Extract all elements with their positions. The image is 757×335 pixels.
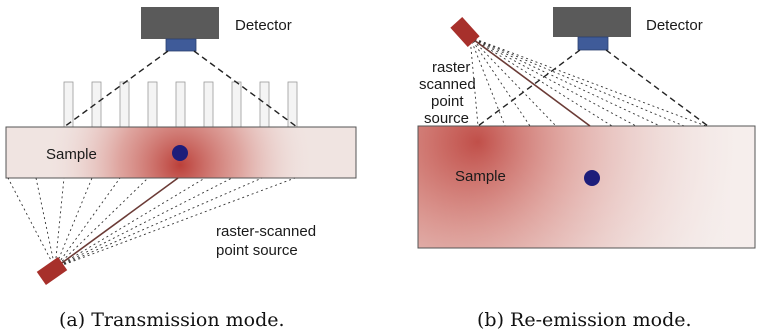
field-of-view-line	[477, 49, 581, 127]
source-label-line4: source	[424, 110, 469, 127]
target-inclusion	[172, 145, 188, 161]
field-of-view-line	[63, 50, 169, 128]
collimator-slat	[147, 81, 158, 129]
detector-body	[141, 7, 219, 39]
collimator-slat	[175, 81, 186, 129]
source-label-line2: point source	[216, 242, 298, 259]
target-inclusion	[584, 170, 600, 186]
detector-body	[553, 7, 631, 37]
collimator-array	[63, 81, 298, 129]
source-label-line2: scanned	[419, 76, 476, 93]
collimator-slat	[231, 81, 242, 129]
detector-window	[577, 36, 609, 51]
field-of-view-line	[605, 49, 709, 127]
detector-label: Detector	[646, 17, 703, 34]
point-source	[450, 16, 480, 48]
active-ray	[469, 36, 591, 127]
panel-b: Detector Sample raster scanned point	[417, 7, 756, 331]
raster-rays	[469, 36, 707, 127]
active-ray	[54, 177, 179, 269]
caption-a: (a) Transmission mode.	[59, 309, 285, 331]
collimator-slat	[63, 81, 74, 129]
collimator-slat	[203, 81, 214, 129]
collimator-slat	[119, 81, 130, 129]
sample-label: Sample	[455, 168, 506, 185]
source-label-line3: point	[431, 93, 464, 110]
source-label-line1: raster-scanned	[216, 223, 316, 240]
field-of-view-line	[193, 50, 298, 128]
sample-label: Sample	[46, 146, 97, 163]
collimator-slat	[287, 81, 298, 129]
source-label-line1: raster	[432, 59, 470, 76]
raster-rays	[7, 177, 296, 269]
detector-window	[165, 38, 197, 52]
caption-b: (b) Re-emission mode.	[477, 309, 692, 331]
panel-a: Detector Sample raster-scanned point sou…	[5, 7, 357, 331]
point-source	[36, 256, 68, 286]
detector-label: Detector	[235, 17, 292, 34]
